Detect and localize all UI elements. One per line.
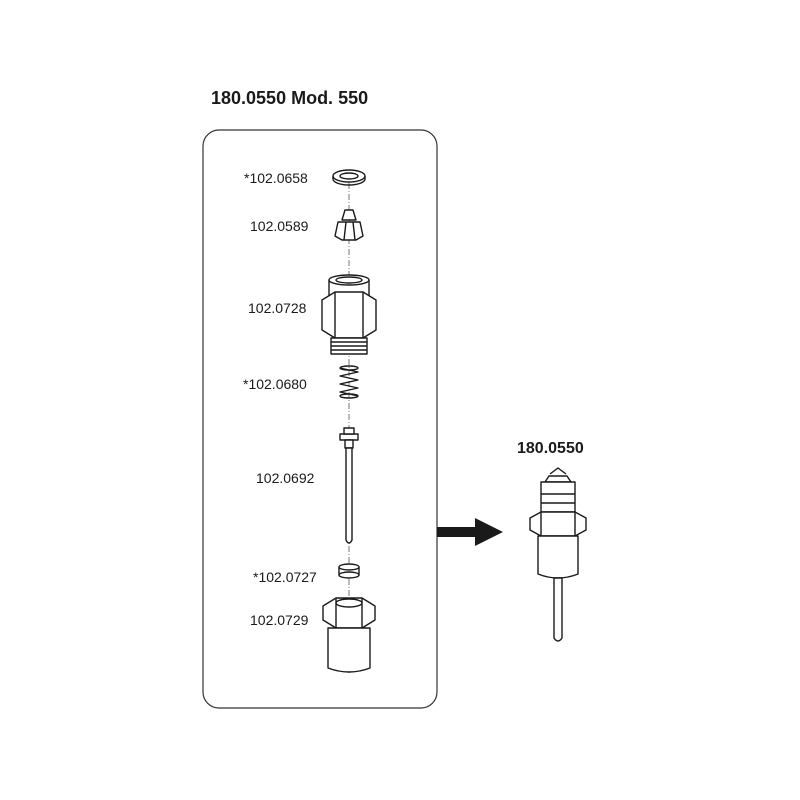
part-label-seal-ring: *102.0727	[253, 569, 317, 585]
part-label-spring: *102.0680	[243, 376, 307, 392]
assembled-valve	[529, 467, 587, 642]
part-label-sleeve-nut: 102.0729	[250, 612, 309, 628]
kit-title: 180.0550 Mod. 550	[211, 88, 369, 108]
nut-housing-part	[321, 274, 377, 355]
part-label-nut-housing: 102.0728	[248, 300, 307, 316]
spring-part	[339, 365, 359, 399]
part-label-washer: *102.0658	[244, 170, 308, 186]
right-arrow-icon	[437, 518, 503, 546]
valve-seat-part	[334, 209, 364, 241]
assembly-title: 180.0550	[517, 440, 584, 457]
needle-part	[339, 427, 359, 544]
part-label-valve-seat: 102.0589	[250, 218, 309, 234]
part-label-needle: 102.0692	[256, 470, 315, 486]
seal-ring-part	[338, 563, 360, 579]
sleeve-nut-part	[322, 597, 376, 673]
kit-frame	[202, 129, 438, 709]
washer-part	[332, 169, 366, 186]
